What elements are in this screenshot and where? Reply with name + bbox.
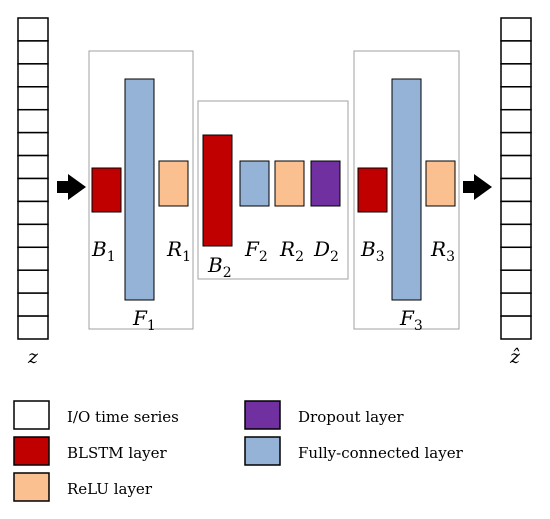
- input-time-series-cell: [17, 108, 49, 134]
- relu-layer-r1: [158, 160, 189, 207]
- legend-swatch-io: [13, 400, 50, 430]
- legend-swatch-relu: [13, 472, 50, 502]
- blstm-layer-b3: [357, 167, 388, 213]
- output-time-series-cell: [500, 86, 532, 111]
- block-3-frame: [353, 50, 460, 330]
- output-time-series-cell: [500, 177, 532, 203]
- dropout-layer-d2: [310, 160, 341, 207]
- input-time-series-cell: [17, 223, 49, 249]
- output-time-series-cell: [500, 154, 532, 180]
- input-time-series-cell: [17, 40, 49, 65]
- output-time-series-column: [500, 17, 532, 340]
- label-f2: F2: [244, 237, 268, 265]
- label-r1: R1: [166, 237, 191, 265]
- output-time-series-cell: [500, 63, 532, 88]
- legend-swatch-fully-connected: [244, 436, 281, 466]
- input-arrow-icon: [57, 174, 86, 200]
- input-time-series-cell: [17, 63, 49, 88]
- label-b3: B3: [360, 237, 385, 265]
- output-arrow-icon: [463, 174, 492, 200]
- output-time-series-cell: [500, 315, 532, 340]
- label-b1: B1: [91, 237, 116, 265]
- output-time-series-cell: [500, 108, 532, 134]
- input-time-series-cell: [17, 177, 49, 203]
- input-time-series-cell: [17, 131, 49, 157]
- output-symbol: ẑ: [509, 346, 521, 368]
- legend-label-relu: ReLU layer: [67, 480, 153, 498]
- legend-label-blstm: BLSTM layer: [67, 444, 167, 462]
- output-time-series-cell: [500, 246, 532, 271]
- fc-layer-f3: [391, 78, 422, 301]
- label-b2: B2: [207, 253, 232, 281]
- legend: I/O time series BLSTM layer ReLU layer D…: [13, 400, 464, 502]
- block-2-frame: [197, 100, 349, 280]
- output-time-series-cell: [500, 40, 532, 65]
- output-time-series-cell: [500, 292, 532, 317]
- input-time-series-cell: [17, 292, 49, 317]
- input-time-series-cell: [17, 154, 49, 180]
- output-time-series-cell: [500, 17, 532, 42]
- input-time-series-cell: [17, 269, 49, 294]
- output-time-series-cell: [500, 200, 532, 226]
- input-symbol: z: [27, 346, 39, 368]
- fc-layer-f2: [239, 160, 270, 207]
- legend-label-fully-connected: Fully-connected layer: [298, 444, 464, 462]
- label-f3: F3: [399, 306, 423, 334]
- label-d2: D2: [313, 237, 339, 265]
- relu-layer-r2: [274, 160, 305, 207]
- legend-label-io: I/O time series: [67, 408, 179, 426]
- output-time-series-cell: [500, 269, 532, 294]
- blstm-layer-b2: [202, 134, 233, 247]
- output-time-series-cell: [500, 223, 532, 249]
- input-time-series-column: [17, 17, 49, 340]
- input-time-series-cell: [17, 246, 49, 271]
- output-time-series-cell: [500, 131, 532, 157]
- relu-layer-r3: [425, 160, 456, 207]
- block-1-frame: [88, 50, 194, 330]
- legend-swatch-dropout: [244, 400, 281, 430]
- label-r3: R3: [430, 237, 455, 265]
- fc-layer-f1: [124, 78, 155, 301]
- blstm-layer-b1: [91, 167, 122, 213]
- label-r2: R2: [279, 237, 304, 265]
- input-time-series-cell: [17, 86, 49, 111]
- legend-swatch-blstm: [13, 436, 50, 466]
- legend-label-dropout: Dropout layer: [298, 408, 404, 426]
- input-time-series-cell: [17, 17, 49, 42]
- input-time-series-cell: [17, 200, 49, 226]
- input-time-series-cell: [17, 315, 49, 340]
- label-f1: F1: [132, 306, 156, 334]
